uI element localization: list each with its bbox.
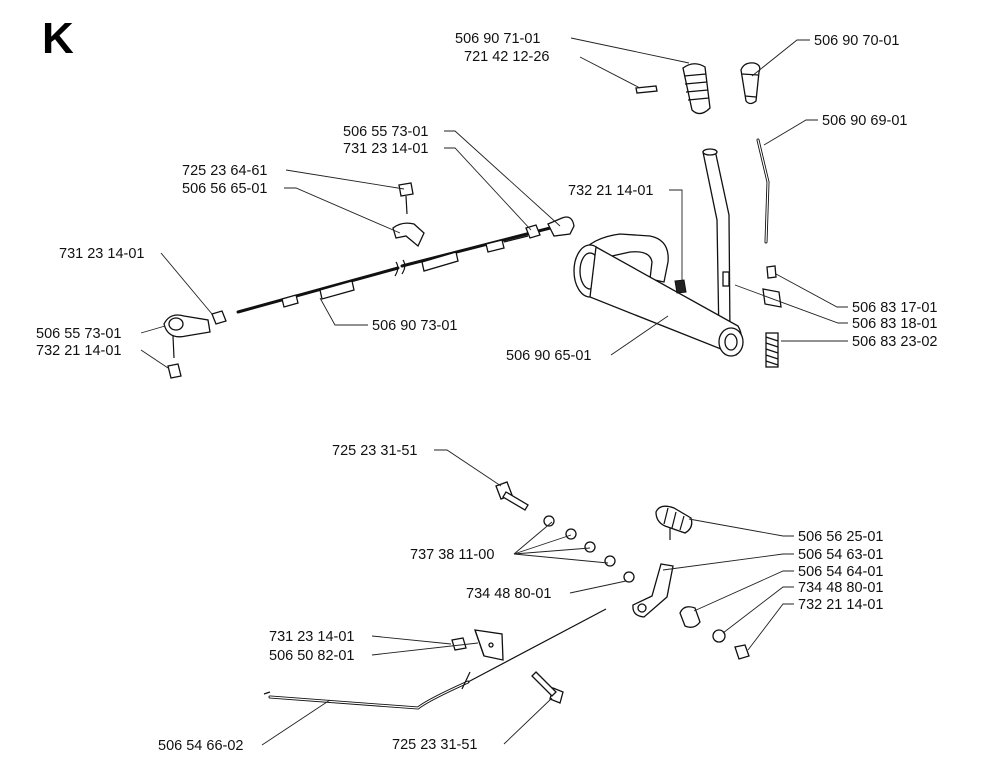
lever-arm (632, 563, 674, 618)
label-t8: 506 56 65-01 (182, 181, 267, 197)
label-t2: 721 42 12-26 (464, 49, 549, 65)
label-b1: 725 23 31-51 (332, 443, 417, 459)
spring (765, 332, 779, 368)
nut-left (211, 310, 227, 325)
control-rod (756, 138, 770, 244)
nut-small (451, 637, 467, 651)
label-b9: 506 54 63-01 (798, 547, 883, 563)
label-t11: 506 55 73-01 (36, 326, 121, 342)
label-t13: 506 90 73-01 (372, 318, 457, 334)
label-b5: 506 50 82-01 (269, 648, 354, 664)
label-t10: 731 23 14-01 (59, 246, 144, 262)
ball-joint-left (163, 314, 211, 379)
ferrule (766, 265, 777, 279)
label-t9: 732 21 14-01 (568, 183, 653, 199)
label-t1: 506 90 71-01 (455, 31, 540, 47)
label-b4: 731 23 14-01 (269, 629, 354, 645)
label-b6: 506 54 66-02 (158, 738, 243, 754)
control-cable (263, 608, 607, 710)
cable-assembly (236, 224, 560, 314)
control-lever (573, 148, 744, 357)
washers (543, 515, 635, 583)
leader-lines (140, 37, 848, 746)
label-t4: 506 90 69-01 (822, 113, 907, 129)
label-b3: 734 48 80-01 (466, 586, 551, 602)
label-t6: 731 23 14-01 (343, 141, 428, 157)
ball-joint-right (525, 216, 575, 239)
label-t5: 506 55 73-01 (343, 124, 428, 140)
label-t16: 506 83 18-01 (852, 316, 937, 332)
handle-grip (682, 63, 711, 115)
part-labels: 506 90 71-01 721 42 12-26 506 90 70-01 5… (36, 31, 937, 754)
bolt-lower (531, 671, 564, 704)
washer-right (712, 629, 726, 643)
pin (635, 85, 658, 94)
nut-right (734, 644, 750, 660)
bottom-assembly (263, 481, 750, 710)
bolt-upper (495, 481, 529, 511)
label-t12: 732 21 14-01 (36, 343, 121, 359)
label-b11: 734 48 80-01 (798, 580, 883, 596)
label-b2: 737 38 11-00 (410, 547, 494, 563)
label-t15: 506 83 17-01 (852, 300, 937, 316)
label-t3: 506 90 70-01 (814, 33, 899, 49)
label-b7: 725 23 31-51 (392, 737, 477, 753)
section-letter: K (42, 14, 74, 63)
label-b12: 732 21 14-01 (798, 597, 883, 613)
bracket-plate (474, 629, 504, 661)
label-t7: 725 23 64-61 (182, 163, 267, 179)
lever-knob (655, 505, 693, 540)
bushing (679, 606, 701, 628)
label-t14: 506 90 65-01 (506, 348, 591, 364)
top-assembly (163, 62, 782, 379)
bolt-clamp (392, 182, 425, 248)
label-b8: 506 56 25-01 (798, 529, 883, 545)
label-t17: 506 83 23-02 (852, 334, 937, 350)
plate (762, 288, 782, 308)
label-b10: 506 54 64-01 (798, 564, 883, 580)
knob (740, 62, 761, 105)
